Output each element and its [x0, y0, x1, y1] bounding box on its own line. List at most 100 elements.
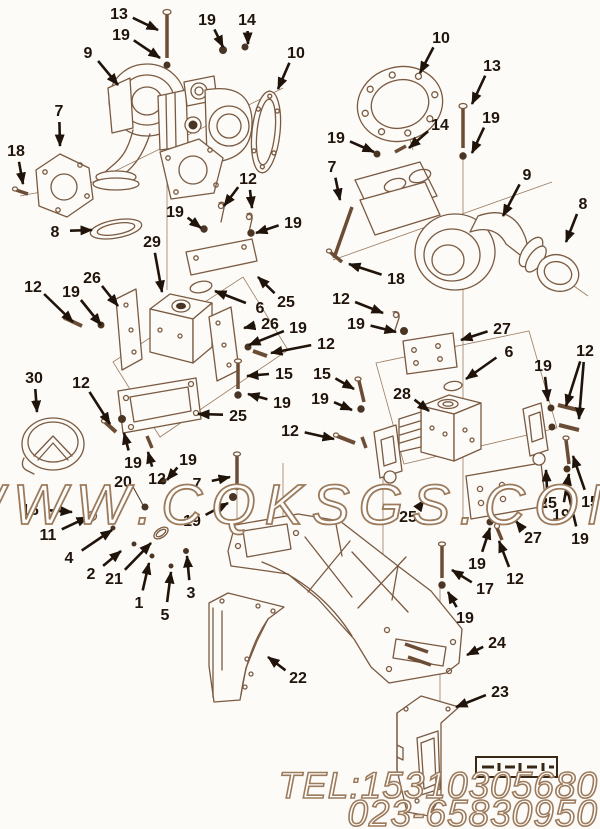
callout-label-27: 27	[524, 530, 542, 547]
flange-ring-gasket	[356, 65, 444, 143]
callout-arrow	[470, 127, 486, 154]
turbocharger-top-left	[11, 8, 282, 240]
callout-arrow	[446, 591, 459, 608]
callout-arrow	[80, 528, 113, 552]
callout-arrow	[480, 527, 492, 553]
oval-gasket	[89, 218, 143, 240]
callout-arrow	[497, 540, 511, 568]
callout-arrow	[79, 299, 103, 326]
callout-arrow	[267, 655, 287, 672]
callout-arrow	[255, 224, 280, 235]
callout-label-8: 8	[579, 196, 588, 213]
callout-label-19: 19	[456, 610, 474, 627]
callout-arrow	[247, 392, 268, 402]
callout-arrow	[574, 361, 585, 420]
callout-label-19: 19	[198, 12, 216, 29]
contact-info: TEL:15310305680 023-65830950	[278, 764, 598, 829]
callout-label-7: 7	[193, 476, 202, 493]
callout-arrow	[370, 324, 397, 335]
callout-arrow	[563, 483, 578, 527]
callout-arrow	[164, 571, 175, 603]
callout-arrow	[214, 289, 247, 305]
callout-arrow	[304, 431, 335, 442]
callout-label-18: 18	[7, 143, 25, 160]
callout-label-23: 23	[491, 684, 509, 701]
leader-lines	[19, 66, 589, 758]
callout-arrow	[348, 262, 383, 276]
callout-arrow	[133, 39, 161, 60]
callout-arrow	[54, 121, 65, 147]
callout-label-20: 20	[114, 474, 132, 491]
callout-label-19: 19	[124, 455, 142, 472]
callout-label-19: 19	[273, 395, 291, 412]
callout-label-12: 12	[576, 343, 594, 360]
callout-label-24: 24	[488, 635, 506, 652]
callout-arrow	[333, 400, 353, 412]
callout-label-4: 4	[65, 550, 74, 567]
v-band-clamp	[21, 417, 85, 475]
callout-arrow	[222, 186, 240, 207]
callout-label-25: 25	[277, 294, 295, 311]
lower-support-bracket	[396, 695, 460, 817]
callout-label-27: 27	[493, 321, 511, 338]
callout-label-17: 17	[476, 581, 494, 598]
callout-label-28: 28	[393, 386, 411, 403]
callout-arrow	[349, 140, 375, 154]
callout-arrow	[153, 252, 165, 293]
callout-arrow	[166, 466, 179, 481]
callout-label-16: 16	[21, 502, 39, 519]
callout-label-9: 9	[523, 167, 532, 184]
callout-arrow	[31, 388, 42, 413]
callout-arrow	[354, 300, 384, 315]
callout-arrow	[257, 276, 276, 295]
callout-label-30: 30	[25, 370, 43, 387]
callout-label-12: 12	[506, 571, 524, 588]
callout-arrow	[100, 285, 120, 307]
callout-arrow	[69, 225, 93, 236]
callout-arrow	[408, 130, 429, 149]
callout-label-9: 9	[84, 45, 93, 62]
callout-arrow	[460, 330, 488, 342]
callout-arrow	[246, 369, 270, 380]
callout-label-12: 12	[72, 375, 90, 392]
callout-label-10: 10	[287, 45, 305, 62]
watermark-text: WWW.CQKSGS.COM	[0, 473, 600, 537]
callout-label-19: 19	[468, 556, 486, 573]
callout-arrow	[102, 550, 122, 567]
small-fasteners	[86, 435, 242, 569]
callout-arrow	[413, 398, 430, 413]
callout-arrow	[332, 177, 343, 201]
callout-label-19: 19	[347, 316, 365, 333]
callout-arrow	[243, 320, 257, 331]
callout-arrow	[418, 46, 435, 74]
callout-arrow	[413, 499, 426, 513]
turbocharger-top-right	[325, 65, 580, 335]
callout-label-12: 12	[239, 171, 257, 188]
gusset-bracket	[208, 592, 285, 703]
callout-arrow	[270, 343, 312, 356]
support-bracket-main	[227, 513, 463, 684]
callout-label-2: 2	[87, 566, 96, 583]
callout-label-14: 14	[238, 12, 256, 29]
callout-leader	[131, 484, 144, 506]
callout-label-25: 25	[399, 509, 417, 526]
callout-arrow	[43, 293, 74, 323]
callout-arrow	[141, 562, 152, 591]
callout-arrow	[514, 520, 528, 534]
callout-arrow	[334, 377, 355, 391]
callout-label-14: 14	[431, 117, 449, 134]
callout-arrow	[541, 469, 552, 491]
callout-arrow	[276, 62, 291, 90]
callout-label-15: 15	[313, 366, 331, 383]
mounting-assembly-left	[62, 238, 268, 434]
callout-arrow	[44, 506, 73, 517]
callout-label-18: 18	[387, 271, 405, 288]
callout-label-6: 6	[505, 344, 514, 361]
callout-arrow	[61, 515, 89, 531]
callout-label-12: 12	[332, 291, 350, 308]
callout-label-26: 26	[83, 270, 101, 287]
callout-label-7: 7	[55, 103, 64, 120]
callout-label-19: 19	[482, 110, 500, 127]
callout-arrow	[197, 409, 224, 420]
